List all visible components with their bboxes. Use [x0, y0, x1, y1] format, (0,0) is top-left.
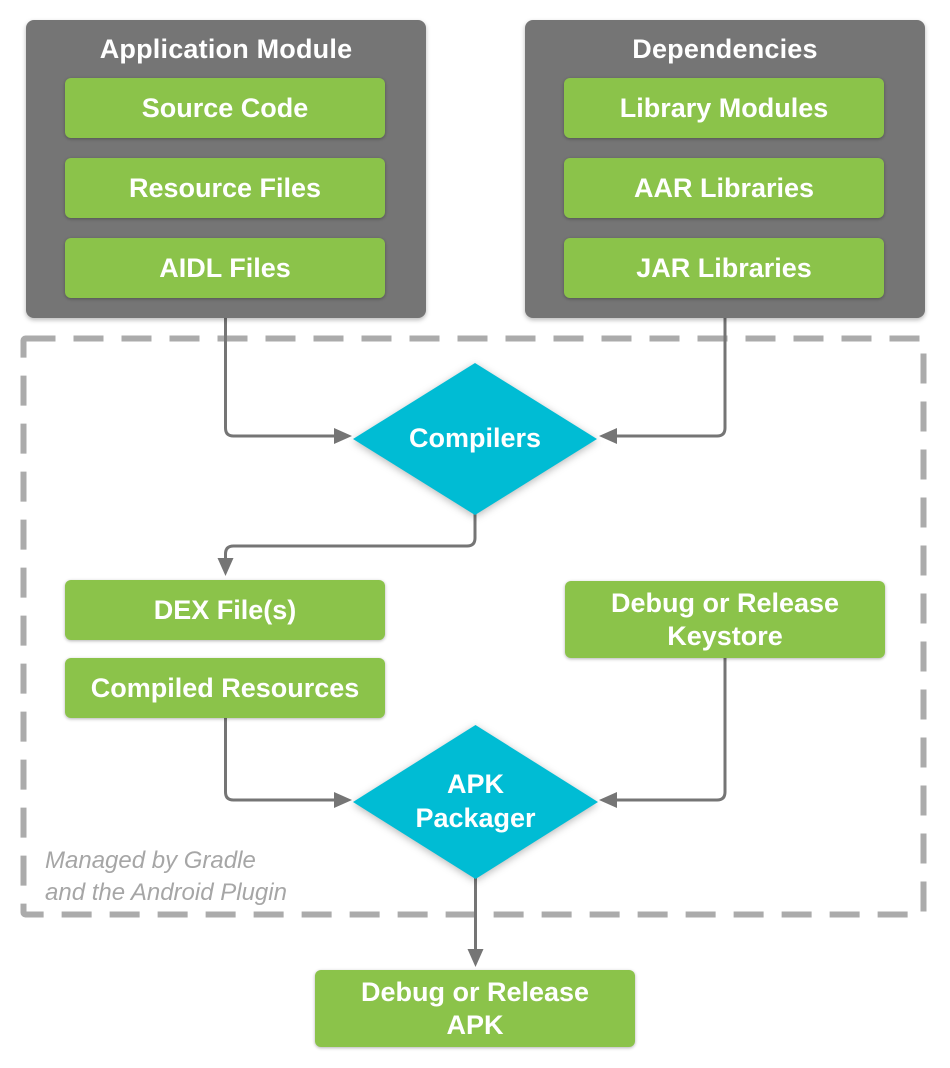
gradle-note: Managed by Gradle and the Android Plugin — [45, 845, 287, 909]
arrowhead-down-dex — [217, 558, 234, 576]
arrow-compilers-to-dex — [224, 514, 477, 558]
node-aar-libraries: AAR Libraries — [564, 158, 884, 218]
node-output-apk: Debug or Release APK — [315, 970, 635, 1047]
node-jar-libraries: JAR Libraries — [564, 238, 884, 298]
application-module-panel: Application Module Source Code Resource … — [26, 20, 426, 318]
node-resource-files: Resource Files — [65, 158, 385, 218]
gradle-note-line1: Managed by Gradle — [45, 847, 256, 874]
gradle-note-line2: and the Android Plugin — [45, 879, 287, 906]
arrow-resources-to-packager — [224, 717, 334, 802]
node-library-modules: Library Modules — [564, 78, 884, 138]
arrowhead-right-packager — [334, 792, 352, 808]
arrow-keystore-to-packager — [617, 658, 727, 802]
node-apk-packager: APK Packager — [353, 725, 598, 879]
dependencies-panel: Dependencies Library Modules AAR Librari… — [525, 20, 925, 318]
dependencies-title: Dependencies — [632, 33, 818, 64]
arrowhead-down-apk — [467, 949, 484, 967]
node-keystore: Debug or Release Keystore — [565, 581, 885, 658]
node-aidl-files: AIDL Files — [65, 238, 385, 298]
node-source-code: Source Code — [65, 78, 385, 138]
arrowhead-right-compilers — [334, 428, 352, 444]
node-compilers: Compilers — [353, 363, 597, 515]
arrowhead-left-compilers — [599, 428, 617, 444]
arrowhead-left-packager — [599, 792, 617, 808]
node-compiled-resources: Compiled Resources — [65, 658, 385, 718]
application-module-title: Application Module — [99, 33, 353, 64]
arrow-dependencies-to-compilers — [617, 318, 727, 438]
node-dex-files: DEX File(s) — [65, 580, 385, 640]
apk-packager-label: APK Packager — [353, 725, 598, 879]
compilers-label: Compilers — [353, 363, 597, 515]
arrow-app-module-to-compilers — [224, 318, 334, 438]
